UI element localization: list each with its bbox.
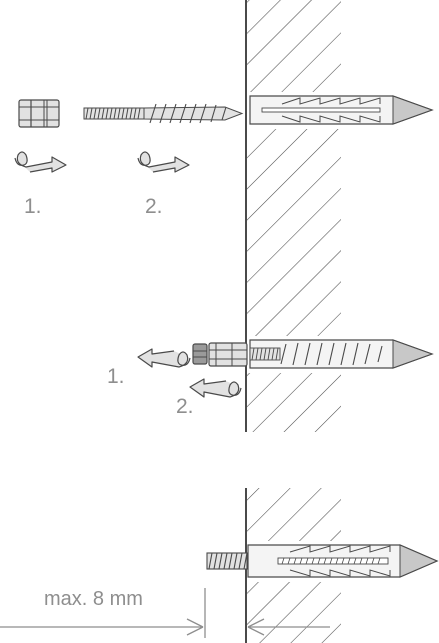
- dowel-icon: [247, 544, 439, 578]
- rotate-arrow-icon: [14, 151, 67, 173]
- dowel-icon: [249, 95, 434, 125]
- panel-3: [0, 488, 439, 643]
- nut-icon: [18, 99, 60, 128]
- step-1-label: 1.: [107, 365, 125, 388]
- rotate-arrow-icon: [189, 378, 242, 398]
- step-2-label: 2.: [145, 195, 163, 218]
- panel-2: [137, 232, 434, 432]
- screw-icon: [206, 552, 248, 570]
- nut-icon: [192, 342, 248, 367]
- max-length-label: max. 8 mm: [44, 588, 143, 610]
- step-1-label: 1.: [24, 195, 42, 218]
- screw-icon: [83, 103, 244, 124]
- rotate-arrow-icon: [137, 348, 191, 368]
- dowel-icon: [249, 339, 434, 369]
- step-2-label: 2.: [176, 395, 194, 418]
- panel-1: [14, 0, 434, 232]
- wall-icon: [245, 232, 347, 432]
- rotate-arrow-icon: [137, 151, 190, 173]
- dimension-arrow-icon: [0, 588, 330, 638]
